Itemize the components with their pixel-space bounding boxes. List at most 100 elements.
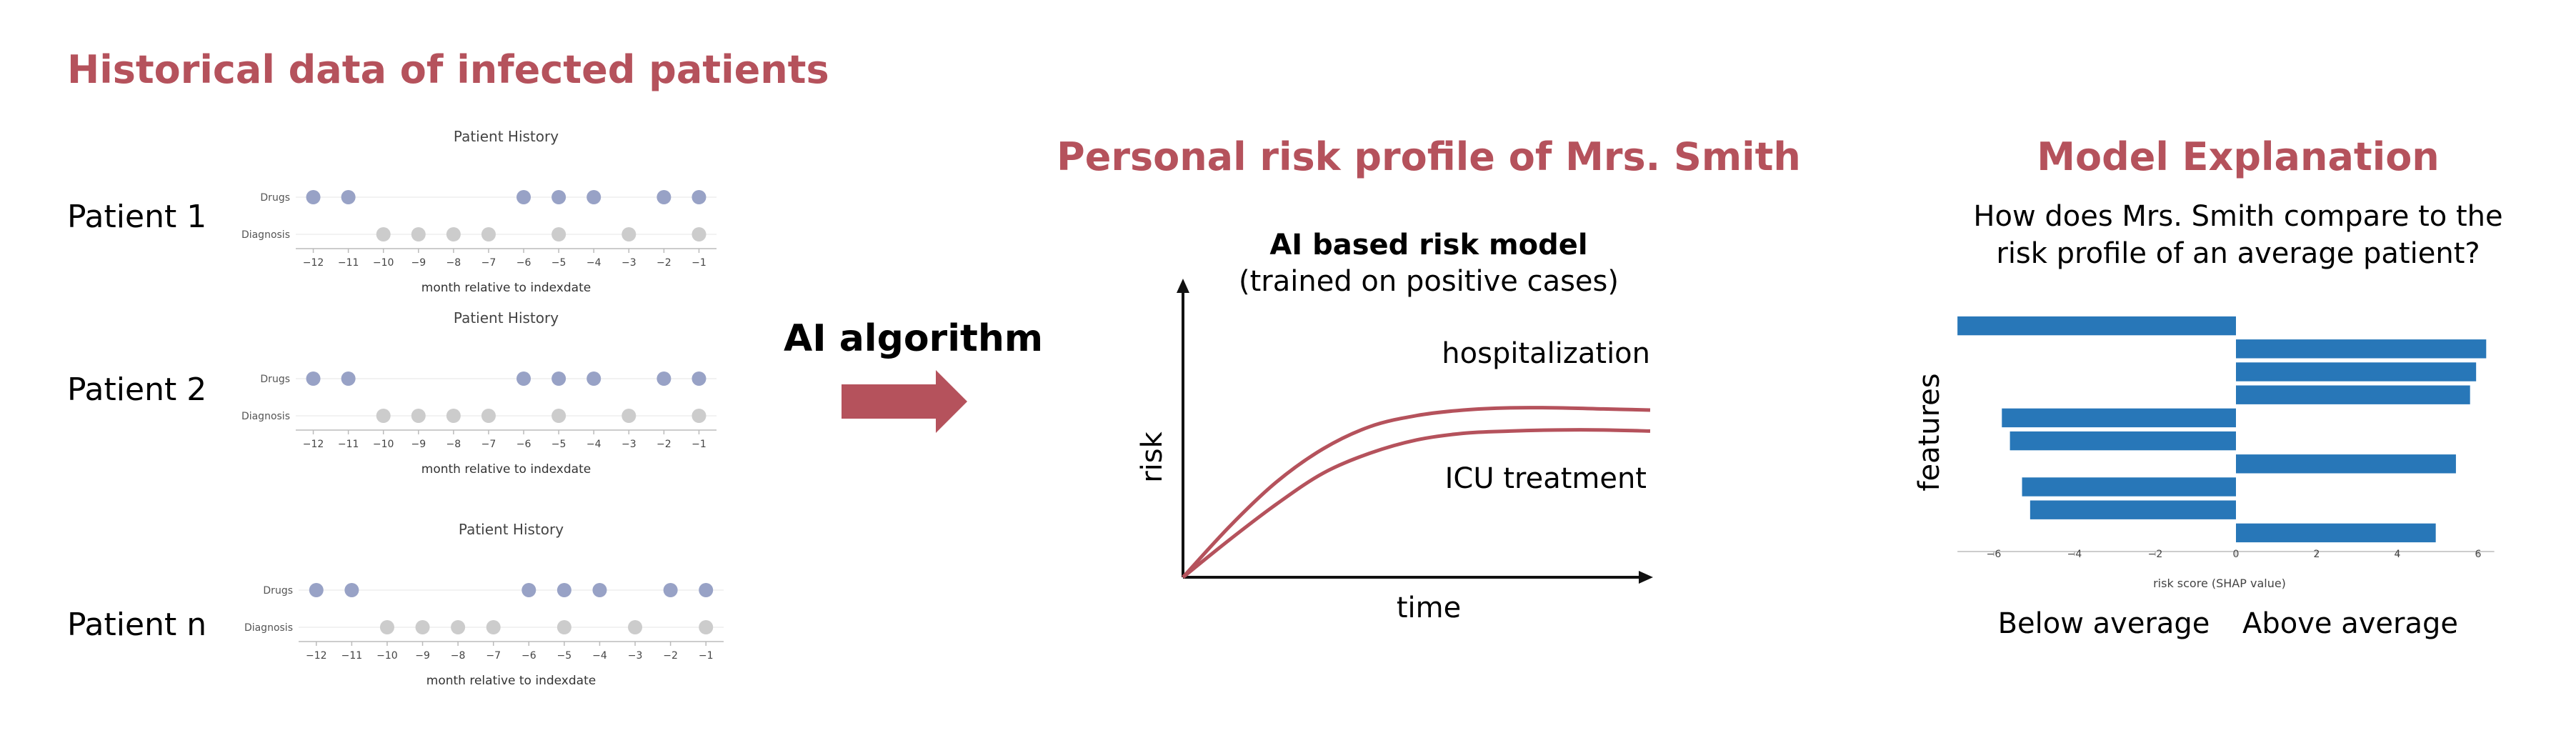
shap-bar	[2236, 362, 2477, 382]
drug-event-dot	[306, 372, 321, 386]
risk-y-label: risk	[1136, 431, 1169, 482]
hospitalization-curve	[1182, 406, 1651, 579]
shap-tick-label: 2	[2314, 549, 2320, 560]
diagnosis-event-dot	[551, 409, 566, 423]
x-tick-label: −6	[516, 439, 531, 450]
x-tick-label: −5	[551, 257, 566, 269]
diagnosis-event-dot	[415, 620, 430, 634]
drug-event-dot	[344, 583, 359, 597]
diagnosis-event-dot	[376, 409, 391, 423]
drug-event-dot	[692, 190, 707, 204]
x-tick-label: −8	[451, 650, 466, 662]
x-tick-label: −1	[699, 650, 714, 662]
diagnosis-event-dot	[481, 409, 496, 423]
risk-model-chart: risk time hospitalization ICU treatment	[1136, 279, 1653, 624]
x-tick-label: −8	[446, 439, 461, 450]
x-tick-label: −11	[341, 650, 363, 662]
hospitalization-label: hospitalization	[1442, 337, 1650, 370]
risk-x-label: time	[1397, 592, 1461, 624]
ai-algorithm-label: AI algorithm	[784, 317, 1043, 360]
x-tick-label: −12	[306, 650, 327, 662]
x-tick-label: −3	[621, 439, 636, 450]
risk-y-axis-arrowhead	[1177, 279, 1189, 293]
shap-bar	[2236, 454, 2456, 474]
x-tick-label: −2	[657, 439, 672, 450]
shap-x-label: risk score (SHAP value)	[2153, 577, 2286, 590]
shap-bar	[2236, 339, 2487, 359]
x-tick-label: −5	[551, 439, 566, 450]
above-average-label: Above average	[2242, 607, 2458, 640]
drug-event-dot	[699, 583, 714, 597]
diagnosis-event-dot	[621, 409, 636, 423]
history-x-label: month relative to indexdate	[421, 462, 591, 477]
diagnosis-event-dot	[692, 409, 707, 423]
x-tick-label: −4	[586, 439, 601, 450]
shap-bar	[2236, 523, 2436, 543]
shap-bar	[2030, 500, 2236, 519]
x-tick-label: −5	[557, 650, 572, 662]
x-tick-label: −11	[338, 257, 359, 269]
diagnosis-event-dot	[446, 227, 461, 241]
drug-event-dot	[556, 583, 571, 597]
drug-event-dot	[516, 372, 531, 386]
x-tick-label: −11	[338, 439, 359, 450]
risk-x-axis-arrowhead	[1639, 571, 1653, 584]
patient-2-label: Patient 2	[67, 372, 206, 408]
drug-event-dot	[592, 583, 607, 597]
drug-event-dot	[657, 190, 672, 204]
diagnosis-event-dot	[699, 620, 714, 634]
x-tick-label: −2	[657, 257, 672, 269]
drug-event-dot	[341, 372, 356, 386]
diagnosis-event-dot	[621, 227, 636, 241]
x-tick-label: −7	[481, 439, 496, 450]
x-tick-label: −7	[486, 650, 501, 662]
icu-treatment-label: ICU treatment	[1445, 462, 1647, 495]
drug-event-dot	[306, 190, 321, 204]
drug-event-dot	[551, 190, 566, 204]
diagnosis-event-dot	[379, 620, 394, 634]
x-tick-label: −9	[411, 257, 426, 269]
shap-bar	[2010, 431, 2236, 451]
x-tick-label: −10	[373, 439, 394, 450]
drug-event-dot	[586, 372, 601, 386]
x-tick-label: −3	[628, 650, 643, 662]
below-average-label: Below average	[1998, 607, 2210, 640]
x-tick-label: −1	[692, 257, 707, 269]
patient-1-label: Patient 1	[67, 199, 206, 235]
drug-event-dot	[341, 190, 356, 204]
shap-tick-label: 4	[2395, 549, 2401, 560]
drug-event-dot	[663, 583, 678, 597]
model-title-line1: AI based risk model	[1269, 229, 1587, 261]
row-label: Diagnosis	[244, 622, 293, 634]
patient-history-charts: Patient HistoryDrugsDiagnosis−12−11−10−9…	[241, 128, 724, 688]
x-tick-label: −8	[446, 257, 461, 269]
x-tick-label: −12	[303, 257, 324, 269]
drug-event-dot	[586, 190, 601, 204]
diagnosis-event-dot	[551, 227, 566, 241]
row-label: Drugs	[260, 374, 290, 385]
comparison-question-line2: risk profile of an average patient?	[1996, 237, 2480, 270]
shap-tick-label: −6	[1987, 549, 2002, 560]
shap-tick-label: −4	[2067, 549, 2082, 560]
shap-bar	[1957, 316, 2236, 336]
shap-tick-label: 6	[2475, 549, 2482, 560]
drug-event-dot	[516, 190, 531, 204]
x-tick-label: −4	[586, 257, 601, 269]
history-title: Patient History	[454, 128, 559, 145]
history-title: Patient History	[454, 309, 559, 326]
x-tick-label: −10	[373, 257, 394, 269]
x-tick-label: −6	[516, 257, 531, 269]
row-label: Diagnosis	[241, 229, 290, 241]
shap-y-label: features	[1913, 373, 1946, 491]
drug-event-dot	[521, 583, 536, 597]
diagnosis-event-dot	[556, 620, 571, 634]
x-tick-label: −3	[621, 257, 636, 269]
x-tick-label: −2	[663, 650, 678, 662]
diagnosis-event-dot	[692, 227, 707, 241]
row-label: Diagnosis	[241, 411, 290, 422]
patient-history-panel: Patient HistoryDrugsDiagnosis−12−11−10−9…	[241, 128, 717, 295]
shap-bar	[2002, 408, 2236, 428]
model-explanation-heading: Model Explanation	[2037, 134, 2440, 179]
